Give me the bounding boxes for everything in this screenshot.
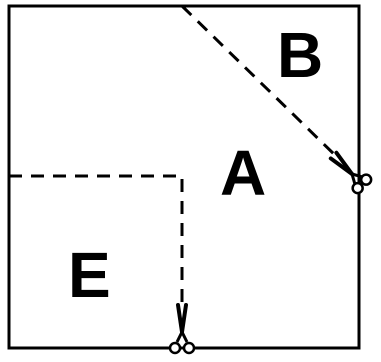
region-label-b: B [277,19,323,91]
diagonal-cut-line [180,4,340,160]
scissors-icon [328,150,373,195]
scissors-icon [168,303,196,355]
region-label-e: E [68,239,111,311]
region-label-a: A [220,137,266,209]
